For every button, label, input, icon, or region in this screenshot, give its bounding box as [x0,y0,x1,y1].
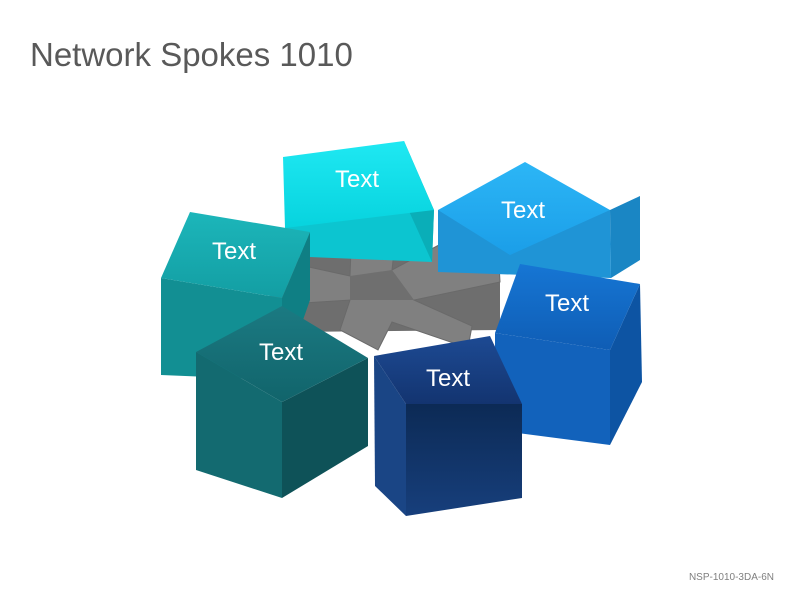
hub-star-shade [350,270,414,300]
cube-navy-label: Text [426,365,470,392]
cube-sky-blue-label: Text [501,197,545,224]
cube-dark-teal-label: Text [259,339,303,366]
cube-sky-blue: Text [438,162,640,278]
cube-dark-teal-side [282,358,368,498]
cube-royal-blue-side [610,284,642,445]
cube-sky-blue-top [438,162,610,255]
cube-royal-blue-label: Text [545,290,589,317]
cube-navy-side [374,356,406,516]
cube-cyan-top [283,141,434,228]
cube-navy: Text [374,336,522,516]
cube-royal-blue-front [495,333,610,445]
cube-teal-label: Text [212,238,256,265]
cube-royal-blue-top [495,264,640,350]
cube-royal-blue: Text [495,264,642,445]
cube-dark-teal: Text [196,306,368,498]
slide-code: NSP-1010-3DA-6N [688,572,774,583]
cube-cyan-label: Text [335,166,379,193]
cube-dark-teal-top [196,306,368,402]
cube-sky-blue-side [610,196,640,278]
cube-dark-teal-front [196,352,282,498]
slide-title: Network Spokes 1010 [30,36,353,73]
cube-navy-front [406,404,522,516]
cube-navy-top [374,336,522,404]
cube-teal-top [161,212,310,298]
cube-cyan: Text [283,141,434,262]
